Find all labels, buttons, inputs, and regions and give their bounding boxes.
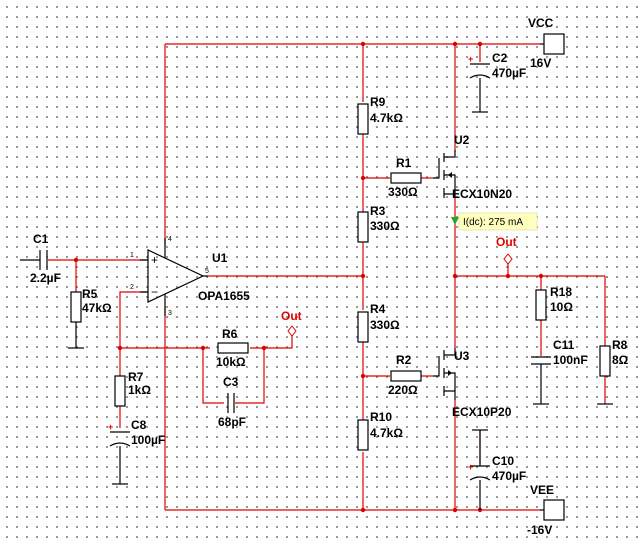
capacitor-c2[interactable]: + C2 470µF (468, 51, 526, 113)
r18-ref: R18 (550, 285, 572, 299)
current-probe-reading: I(dc): 275 mA (463, 217, 523, 228)
opamp-minus-symbol: − (151, 285, 158, 299)
current-probe[interactable]: I(dc): 275 mA (451, 212, 538, 231)
capacitor-c1[interactable]: C1 2.2µF (20, 232, 61, 285)
capacitor-c3[interactable]: C3 68pF (218, 375, 246, 429)
mosfet-u3[interactable]: U3 ECX10P20 (433, 348, 512, 419)
vcc-connector[interactable]: VCC 16V (528, 16, 565, 70)
r1-ref: R1 (396, 156, 412, 170)
u3-model: ECX10P20 (452, 405, 512, 419)
r3-ref: R3 (370, 204, 386, 218)
r2-ref: R2 (396, 353, 412, 367)
capacitor-c8[interactable]: + C8 100µF (108, 418, 165, 485)
c8-value: 100µF (131, 433, 165, 447)
current-probe-arrow-icon (451, 217, 459, 225)
pin-vminus: 3 (168, 310, 172, 317)
r7-value: 1kΩ (128, 383, 151, 397)
r9-value: 4.7kΩ (370, 111, 403, 125)
wires (48, 43, 606, 511)
vee-value: -16V (527, 523, 552, 537)
resistor-r1[interactable]: R1 330Ω (388, 156, 422, 199)
pin-out: 5 (205, 268, 209, 275)
c11-value: 100nF (553, 353, 588, 367)
c11-ref: C11 (553, 338, 575, 352)
r6-value: 10kΩ (216, 355, 246, 369)
opamp-ref: U1 (212, 251, 228, 265)
pin-vplus: 4 (168, 236, 172, 243)
vee-connector[interactable]: VEE -16V (527, 483, 565, 537)
out-feedback-label: Out (281, 309, 302, 323)
c10-ref: C10 (492, 454, 514, 468)
u3-ref: U3 (454, 349, 470, 363)
u2-ref: U2 (454, 133, 470, 147)
u2-model: ECX10N20 (452, 187, 512, 201)
c3-value: 68pF (218, 415, 246, 429)
r4-value: 330Ω (370, 318, 400, 332)
resistor-r6[interactable]: R6 10kΩ (216, 327, 249, 369)
capacitor-c10[interactable]: + C10 470µF (468, 429, 526, 510)
pin-in-minus: 2 (130, 284, 134, 291)
out-main-label: Out (496, 235, 517, 249)
resistor-r7[interactable]: R7 1kΩ (114, 370, 151, 407)
vee-name: VEE (530, 483, 554, 497)
out-probe-main[interactable]: Out (496, 235, 517, 265)
pin-in-plus: 1 (130, 252, 134, 259)
r1-value: 330Ω (388, 185, 418, 199)
c1-ref: C1 (33, 232, 49, 246)
resistor-r8[interactable]: R8 8Ω (597, 338, 629, 405)
r7-ref: R7 (128, 370, 144, 384)
capacitor-c11[interactable]: C11 100nF (531, 338, 588, 405)
r9-ref: R9 (370, 95, 386, 109)
c1-value: 2.2µF (30, 271, 61, 285)
r10-value: 4.7kΩ (370, 426, 403, 440)
resistor-r5[interactable]: R5 47kΩ (68, 287, 112, 349)
mosfet-u2[interactable]: U2 ECX10N20 (433, 133, 512, 201)
r8-ref: R8 (612, 338, 628, 352)
resistor-r10[interactable]: R10 4.7kΩ (357, 410, 403, 451)
c2-polarity: + (468, 54, 473, 64)
c10-value: 470µF (492, 469, 526, 483)
r8-value: 8Ω (612, 353, 629, 367)
r4-ref: R4 (370, 302, 386, 316)
r2-value: 220Ω (388, 383, 418, 397)
c2-ref: C2 (492, 51, 508, 65)
opamp-plus-symbol: + (151, 253, 158, 267)
out-probe-feedback[interactable]: Out (281, 309, 302, 337)
resistor-r3[interactable]: R3 330Ω (357, 204, 400, 243)
resistor-r4[interactable]: R4 330Ω (357, 302, 400, 343)
r10-ref: R10 (370, 410, 392, 424)
r5-ref: R5 (82, 287, 98, 301)
c10-polarity: + (468, 462, 473, 472)
c8-ref: C8 (131, 418, 147, 432)
vcc-value: 16V (530, 56, 551, 70)
c3-ref: C3 (223, 375, 239, 389)
opamp-u1[interactable]: + − 1 2 5 4 3 U1 OPA1655 (130, 236, 250, 317)
junctions (73, 41, 544, 513)
resistor-r9[interactable]: R9 4.7kΩ (357, 95, 403, 135)
opamp-model: OPA1655 (198, 289, 250, 303)
current-probe-box (458, 212, 538, 231)
r6-ref: R6 (222, 327, 238, 341)
vcc-name: VCC (528, 16, 554, 30)
r5-value: 47kΩ (82, 301, 112, 315)
r3-value: 330Ω (370, 219, 400, 233)
r18-value: 10Ω (550, 300, 573, 314)
resistor-r18[interactable]: R18 10Ω (535, 285, 573, 321)
c8-polarity: + (108, 422, 113, 432)
resistor-r2[interactable]: R2 220Ω (388, 353, 422, 397)
c2-value: 470µF (492, 66, 526, 80)
